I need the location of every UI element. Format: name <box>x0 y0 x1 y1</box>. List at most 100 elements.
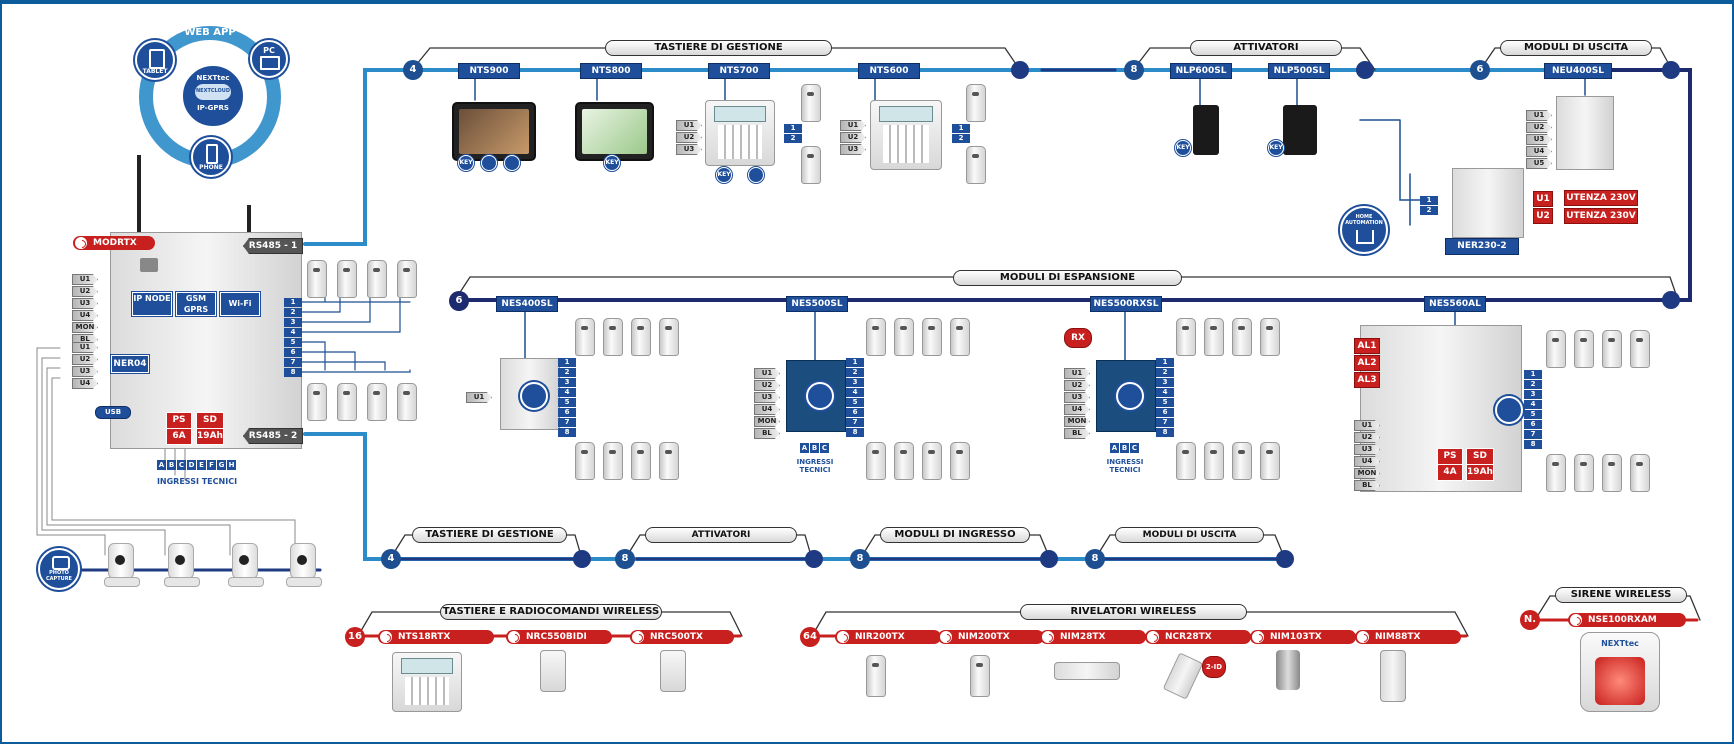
radio-icon <box>1042 631 1054 643</box>
module-gsm-gprs: GSM GPRS <box>176 292 216 316</box>
ip-camera <box>228 543 264 587</box>
phone-icon[interactable]: PHONE <box>191 137 231 177</box>
pir-sensor <box>1602 330 1622 368</box>
ner04-tag: NER04 <box>111 355 149 373</box>
nlp600sl-reader <box>1193 105 1219 155</box>
key-icon: KEY <box>604 155 620 171</box>
pir-sensor <box>1546 454 1566 492</box>
pir-sensor <box>397 260 417 298</box>
zone-number: 7 <box>1156 418 1174 427</box>
zone-number: 4 <box>558 388 576 397</box>
nes560al-sd-value: 19Ah <box>1466 464 1494 481</box>
zone-number: 6 <box>846 408 864 417</box>
pir-sensor <box>894 442 914 480</box>
sirene-title: SIRENE WIRELESS <box>1555 587 1687 603</box>
central-modules: IP NODE GSM GPRS Wi-Fi <box>132 292 260 316</box>
camera-icon <box>52 556 70 570</box>
nes560al-sd-label: SD <box>1466 448 1494 465</box>
device-nts700: NTS700 <box>708 63 770 79</box>
device-nim103tx: NIM103TX <box>1250 630 1356 644</box>
bus-end-dot <box>1356 61 1374 79</box>
module-ip-node: IP NODE <box>132 292 172 316</box>
zone-number: 3 <box>846 378 864 387</box>
pir-sensor <box>866 318 886 356</box>
nes500rxsl-ingressi-label: INGRESSI TECNICI <box>1106 458 1144 474</box>
uscita-title: MODULI DI USCITA <box>1500 40 1652 56</box>
antenna-right <box>247 205 251 240</box>
pir-sensor <box>307 260 327 298</box>
tablet-label: TABLET <box>142 68 168 75</box>
device-neu400sl: NEU400SL <box>1544 63 1612 79</box>
bus-top-line <box>303 68 1582 246</box>
sd-label: SD <box>196 412 224 429</box>
espansione-title: MODULI DI ESPANSIONE <box>953 270 1182 286</box>
pir-sensor <box>603 318 623 356</box>
zone-number: 2 <box>1524 380 1542 389</box>
radio-icon <box>75 237 87 249</box>
bus-expansion-line <box>463 68 1692 302</box>
device-nim28tx: NIM28TX <box>1040 630 1146 644</box>
pir-sensor <box>397 383 417 421</box>
web-app-ring: WEB APP NEXTtec NEXTCLOUD IP-GPRS <box>146 27 274 161</box>
pir-sensor <box>1232 318 1252 356</box>
key-icon: KEY <box>1268 140 1284 156</box>
radio-icon <box>1570 614 1582 626</box>
pir-sensor <box>1176 442 1196 480</box>
nrc550-remote <box>540 650 566 692</box>
sirene-count: N. <box>1520 610 1540 630</box>
pir-sensor <box>307 383 327 421</box>
nes400sl-icon <box>520 382 548 410</box>
zone-number: 8 <box>1156 428 1174 437</box>
pir-sensor <box>801 146 821 184</box>
device-nts600: NTS600 <box>858 63 920 79</box>
zone-number: 5 <box>1524 410 1542 419</box>
bus-end-dot <box>1662 61 1680 79</box>
device-nes400sl: NES400SL <box>496 296 558 312</box>
key-icon: KEY <box>458 155 474 171</box>
zone-number: 3 <box>558 378 576 387</box>
ip-camera <box>104 543 140 587</box>
modrtx-tag: MODRTX <box>73 236 155 250</box>
nes560al-icon <box>1495 396 1523 424</box>
siren-logo: NEXTtec <box>1601 639 1639 648</box>
card-icon <box>504 155 520 171</box>
usb-tag: USB <box>95 406 131 419</box>
bus-end-dot <box>1011 61 1029 79</box>
zone-number: 2 <box>558 368 576 377</box>
pc-icon[interactable]: PC <box>250 40 288 78</box>
central-ingressi-label: INGRESSI TECNICI <box>156 477 238 486</box>
device-nlp500sl: NLP500SL <box>1268 63 1330 79</box>
photo-capture-icon[interactable]: PHOTO CAPTURE <box>38 548 80 590</box>
pir-sensor <box>1574 330 1594 368</box>
wireless-tastiere-count: 16 <box>345 627 365 647</box>
nim28tx-sensor <box>1054 662 1120 680</box>
al3-tag: AL3 <box>1354 372 1380 388</box>
al1-tag: AL1 <box>1354 338 1380 354</box>
wireless-rivelatori-title: RIVELATORI WIRELESS <box>1020 604 1247 620</box>
device-nts18rtx: NTS18RTX <box>378 630 494 644</box>
nes500rxsl-icon <box>1116 382 1144 410</box>
device-nlp600sl: NLP600SL <box>1170 63 1232 79</box>
radio-icon <box>1357 631 1369 643</box>
tablet-icon[interactable]: TABLET <box>135 40 175 80</box>
pir-sensor <box>337 260 357 298</box>
bus-end-dot <box>1040 550 1058 568</box>
home-automation-icon[interactable]: HOME AUTOMATION <box>1340 206 1388 254</box>
zone-number: 7 <box>1524 430 1542 439</box>
ner04-outputs: U1 U2 U3 U4 <box>72 342 98 390</box>
pir-sensor <box>1260 318 1280 356</box>
nes500sl-board <box>786 360 846 432</box>
bottom-title-uscita: MODULI DI USCITA <box>1115 527 1264 543</box>
pir-sensor <box>367 383 387 421</box>
device-nim200tx: NIM200TX <box>938 630 1044 644</box>
nes500sl-ingressi-label: INGRESSI TECNICI <box>796 458 834 474</box>
nrc500-remote <box>660 650 686 692</box>
utenza-230v-1: UTENZA 230V <box>1564 190 1638 206</box>
